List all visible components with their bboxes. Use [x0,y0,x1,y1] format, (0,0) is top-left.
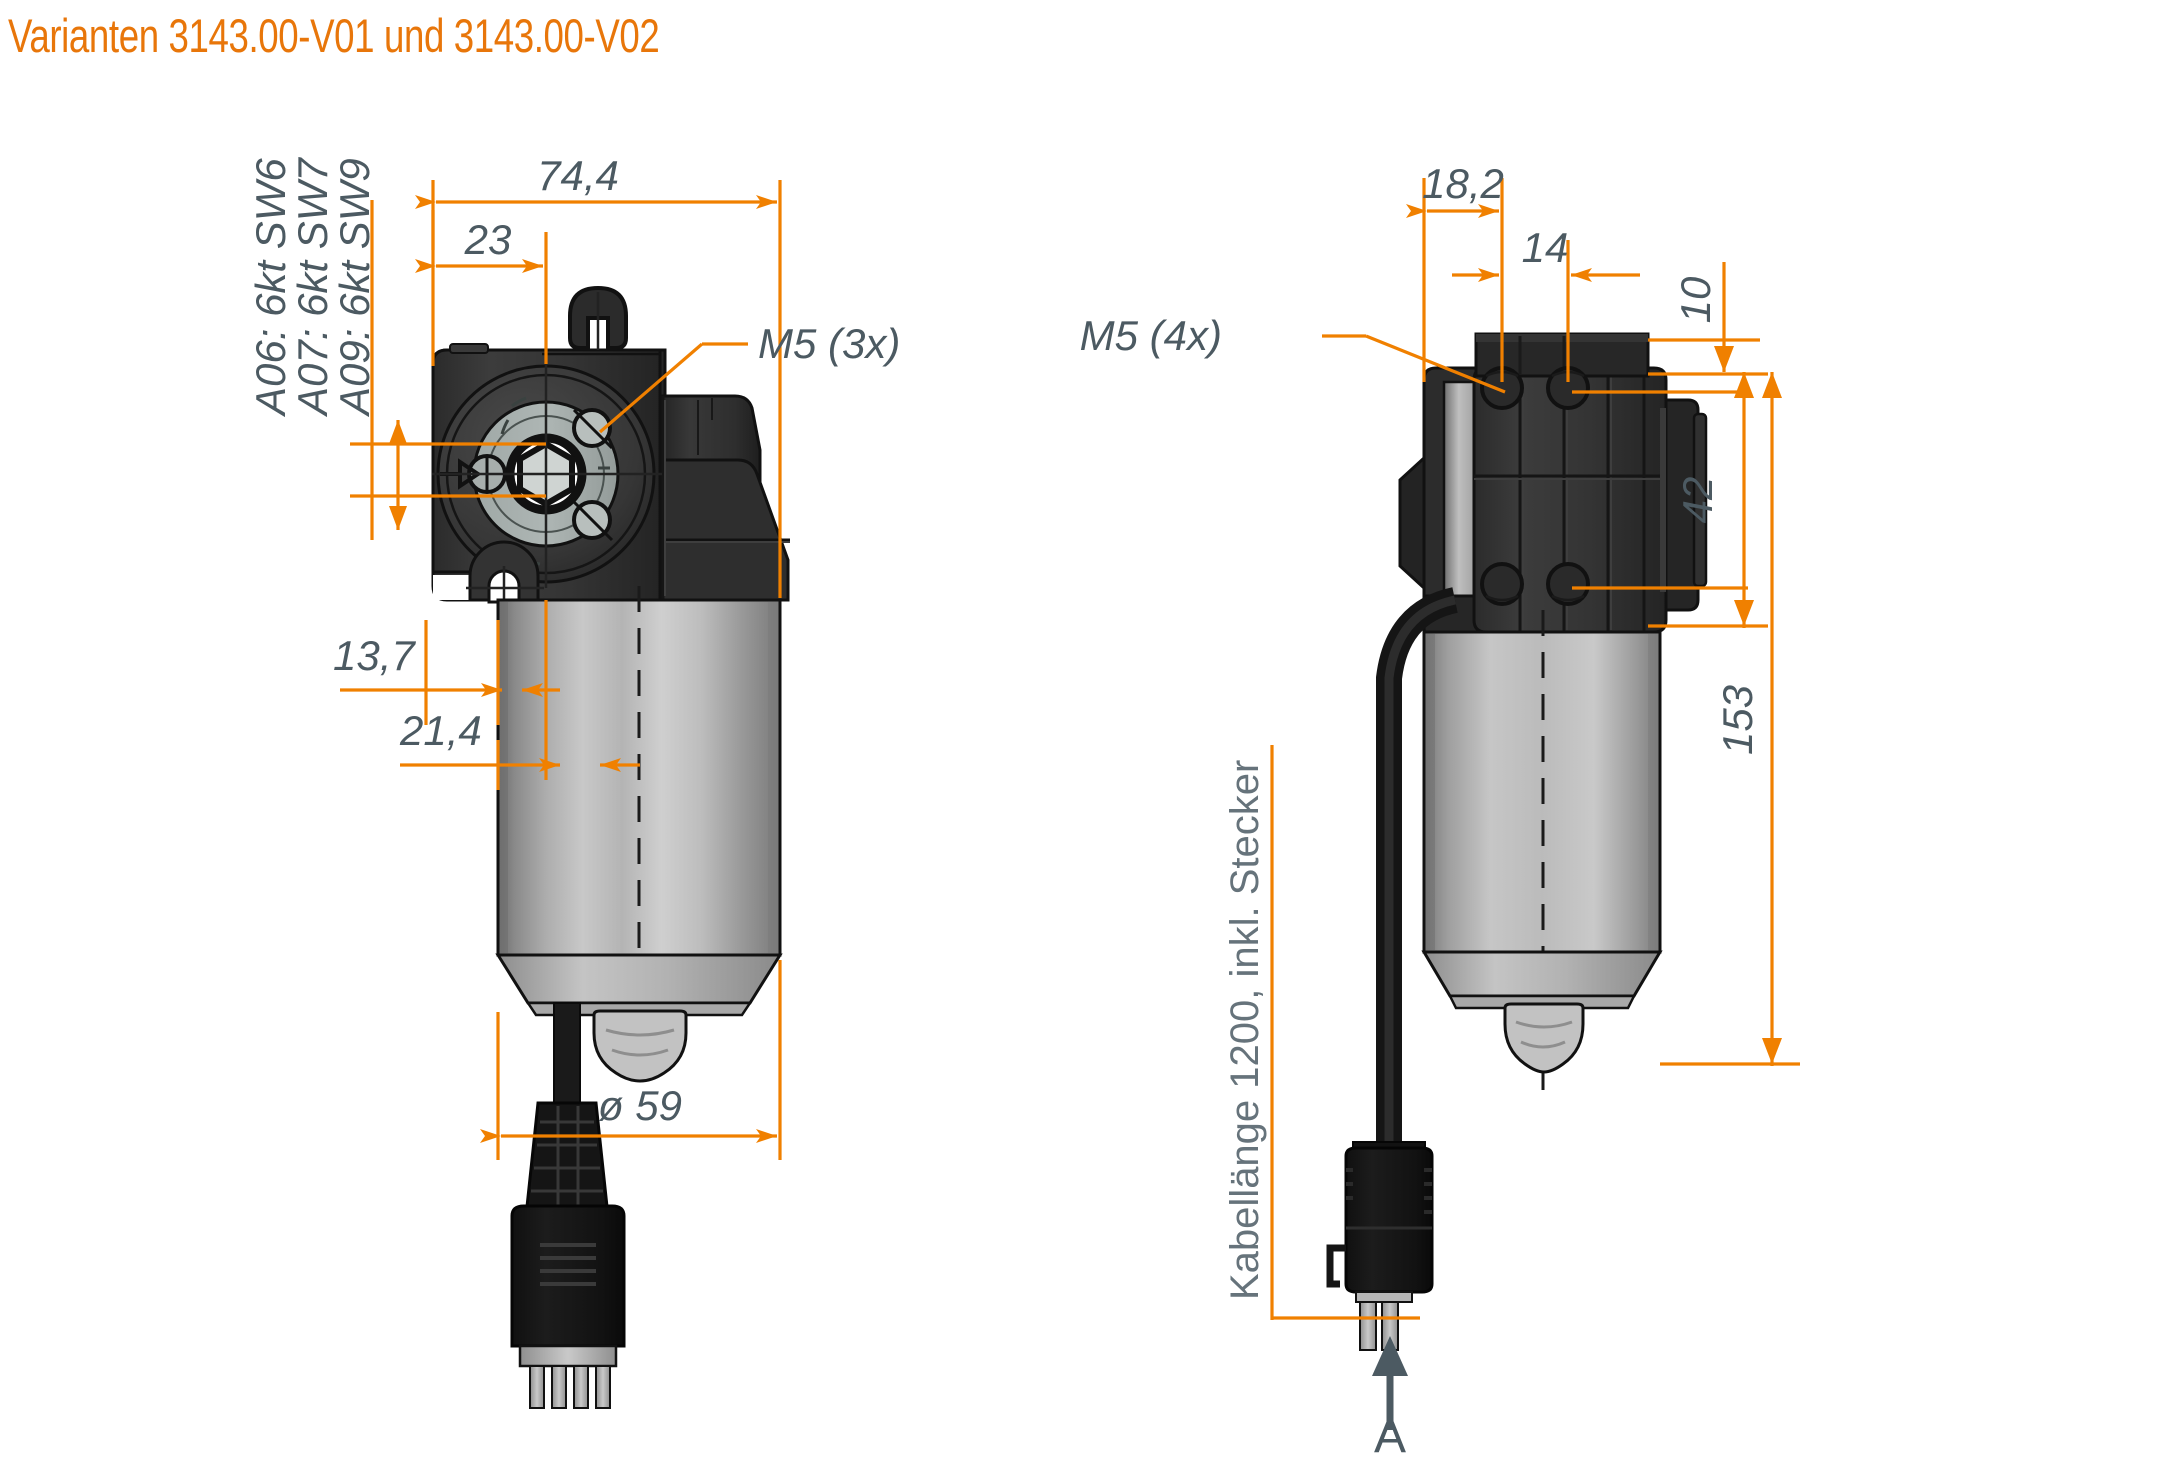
variant-note-a09: A09: 6kt SW9 [331,158,378,418]
page-title: Varianten 3143.00-V01 und 3143.00-V02 [8,9,660,62]
m5-screw-holes-side [1480,366,1590,606]
dimension-top-height: 10 [1672,276,1719,323]
right-view-arrowheads [1714,346,1782,1064]
cable-side [1376,587,1459,1148]
output-flange-face [432,360,662,588]
right-view-geometry [1326,332,1708,1351]
dimension-flange-offset: 23 [464,216,512,263]
left-view-labels: 74,4 23 13,7 21,4 ø 59 M5 (3x) A06: 6kt … [247,152,900,1129]
view-marker-a: A [1374,1410,1406,1463]
variant-note-a07: A07: 6kt SW7 [289,157,336,418]
callout-m5-4x: M5 (4x) [1080,312,1222,359]
mounting-hole-front [466,540,544,610]
motor-endcap-front [495,953,783,1083]
gearbox-housing-side [1472,366,1708,634]
note-cable-length: Kabellänge 1200, inkl. Stecker [1223,760,1267,1300]
dimension-shaft-offset-upper: 13,7 [333,632,416,679]
dimension-gearbox-offset: 18,2 [1422,160,1504,207]
left-view-dimensions [340,180,782,1160]
left-view-geometry [431,285,790,1409]
right-view-dimensions [1270,178,1800,1320]
motor-endcap-side [1421,950,1663,1074]
cable-connector-side [1326,1141,1434,1351]
dimension-overall-width: 74,4 [537,152,619,199]
right-view-labels: 18,2 14 10 42 153 M5 (4x) Kabellänge 120… [1080,160,1761,1463]
dimension-overall-height: 153 [1714,685,1761,755]
view-direction-arrow [1372,1336,1408,1430]
dimension-shaft-offset-lower: 21,4 [399,707,482,754]
variant-note-a06: A06: 6kt SW6 [247,158,294,418]
dimension-gearbox-height: 42 [1674,477,1721,524]
top-clip [542,285,660,356]
dimension-body-diameter: ø 59 [598,1082,682,1129]
dimension-hole-spacing: 14 [1522,224,1569,271]
callout-m5-3x: M5 (3x) [758,320,900,367]
